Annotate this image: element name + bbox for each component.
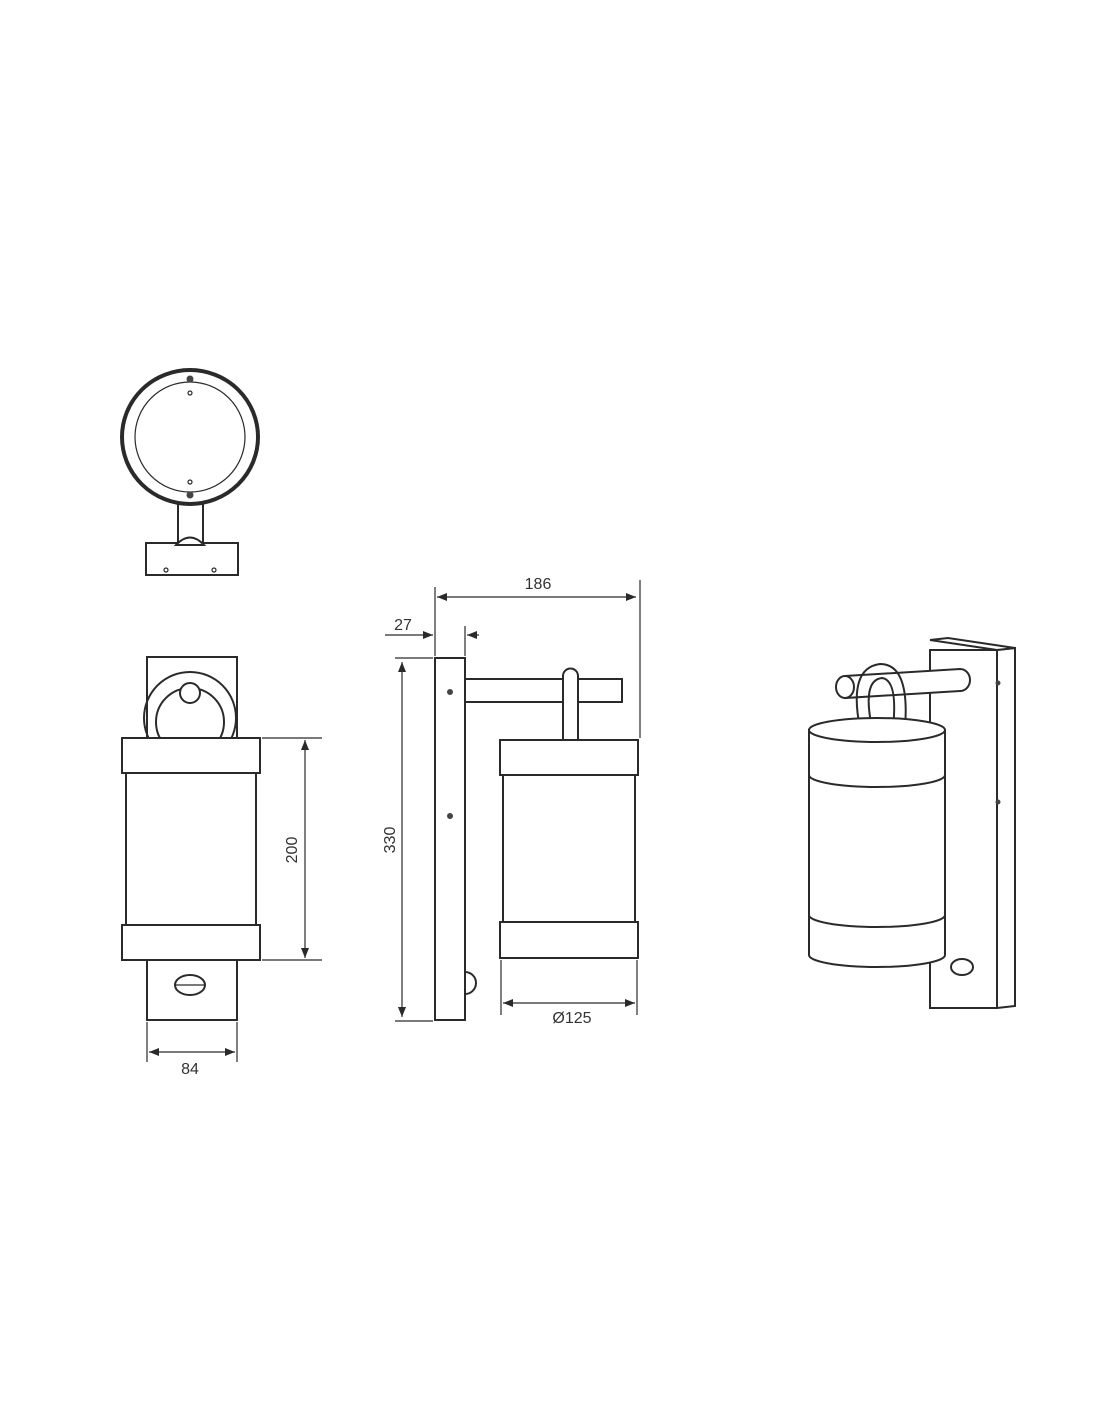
- base-hole-icon: [211, 567, 217, 573]
- sensor-icon: [464, 970, 477, 996]
- bottom-band-edge: [808, 914, 946, 928]
- front-view: 200 84: [121, 656, 322, 1078]
- screw-icon: [447, 689, 453, 695]
- top-band-edge: [808, 774, 946, 788]
- hook-outer: [855, 662, 907, 729]
- hole-icon: [187, 479, 193, 485]
- dim-84: 84: [181, 1061, 199, 1078]
- base-hole-icon: [163, 567, 169, 573]
- screw-icon: [995, 799, 1001, 805]
- top-ellipse: [808, 717, 946, 743]
- dim-diameter: Ø125: [552, 1010, 591, 1027]
- screw-icon: [995, 680, 1001, 686]
- arm-end: [835, 675, 855, 699]
- sensor-icon: [950, 958, 974, 976]
- plate-side: [996, 646, 1016, 1010]
- glass-body: [502, 774, 636, 923]
- hook: [562, 667, 579, 741]
- bottom-band: [121, 924, 261, 961]
- base-knob: [173, 536, 207, 546]
- arm-end: [179, 682, 201, 704]
- hook-inner: [867, 676, 896, 729]
- side-view: 186 27 330 Ø125: [382, 576, 641, 1027]
- wall-plate: [434, 657, 466, 1021]
- outer-ring: [120, 368, 260, 506]
- dim-200: 200: [284, 837, 301, 864]
- top-view: [120, 368, 260, 576]
- top-band: [499, 739, 639, 776]
- base-plate: [145, 542, 239, 576]
- glass-body: [125, 772, 257, 926]
- plate-top: [929, 636, 1016, 652]
- arm: [464, 678, 623, 703]
- glass-body: [808, 729, 946, 968]
- screw-icon: [447, 813, 453, 819]
- screw-icon: [186, 375, 194, 383]
- dim-186: 186: [525, 576, 552, 593]
- dim-27: 27: [394, 617, 412, 634]
- arm: [844, 667, 971, 700]
- perspective-view: [808, 636, 1016, 1010]
- bottom-band: [499, 921, 639, 959]
- screw-icon: [186, 491, 194, 499]
- hole-icon: [187, 390, 193, 396]
- dim-330: 330: [382, 827, 399, 854]
- top-band: [121, 737, 261, 774]
